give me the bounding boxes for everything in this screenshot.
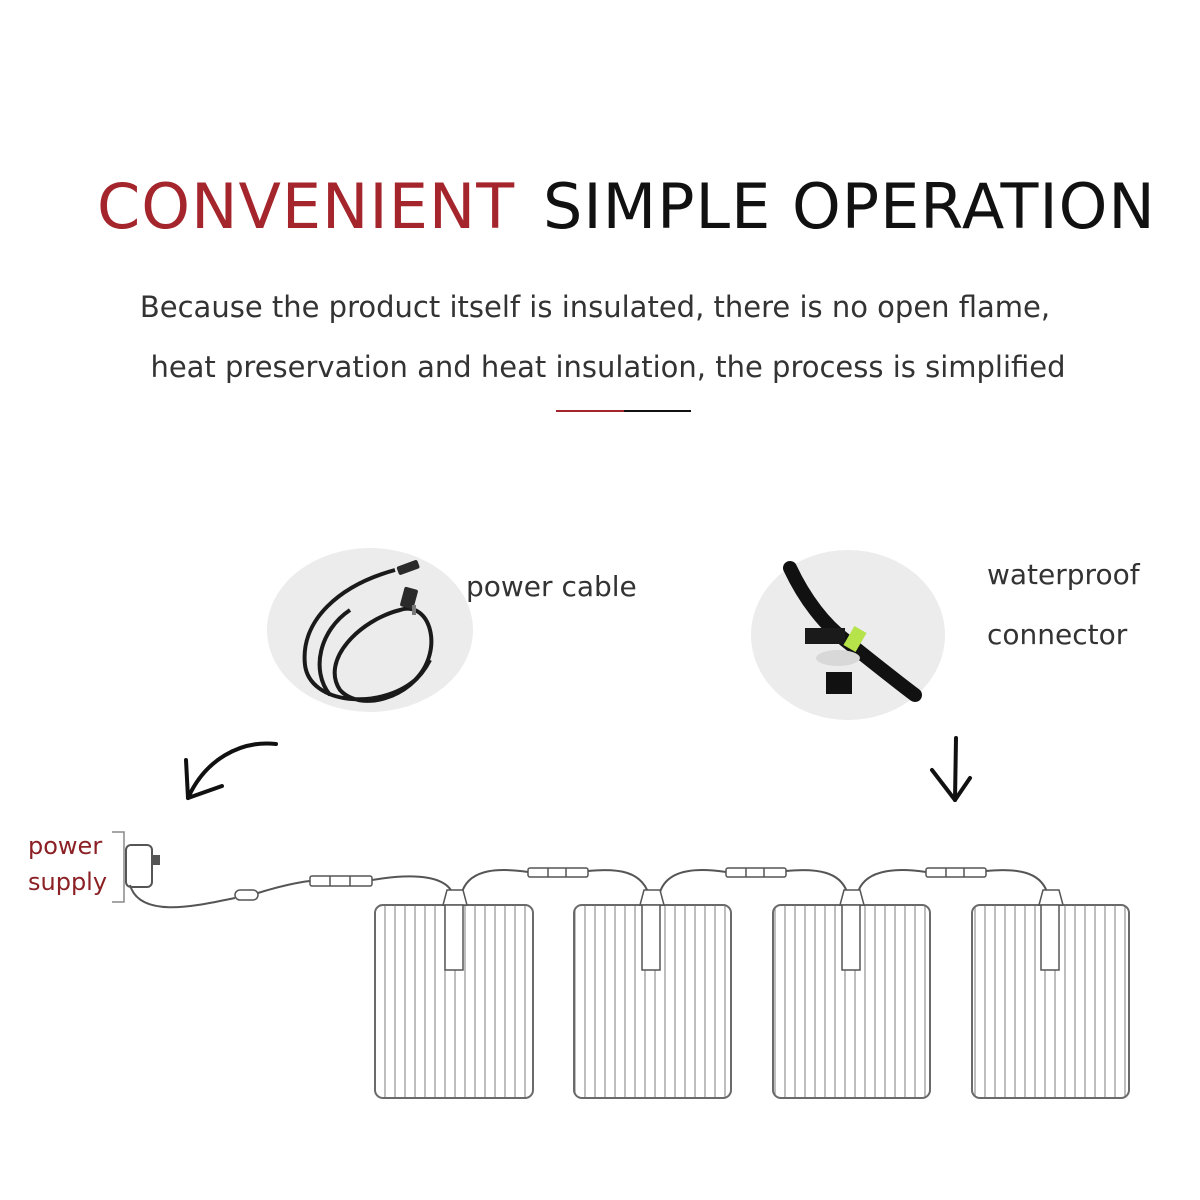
power-cable-image bbox=[267, 548, 473, 712]
description-line-1: Because the product itself is insulated,… bbox=[139, 290, 1051, 324]
down-arrow-icon bbox=[930, 736, 972, 802]
description-line-2: heat preservation and heat insulation, t… bbox=[150, 350, 1066, 384]
title-accent: CONVENIENT bbox=[97, 170, 516, 243]
heating-panel-2 bbox=[573, 889, 732, 1099]
title-main: SIMPLE OPERATION bbox=[543, 170, 1156, 243]
power-supply-label-1: power bbox=[28, 832, 103, 860]
divider-black bbox=[624, 410, 691, 412]
power-supply-label-2: supply bbox=[28, 868, 108, 896]
waterproof-connector-image bbox=[751, 550, 945, 720]
power-plug-icon bbox=[112, 831, 160, 903]
inline-connectors bbox=[234, 867, 987, 901]
waterproof-connector-label-2: connector bbox=[987, 618, 1128, 651]
curved-arrow-icon bbox=[184, 741, 278, 800]
heating-panel-1 bbox=[374, 889, 534, 1099]
heating-panel-4 bbox=[971, 889, 1130, 1099]
page-title: CONVENIENT SIMPLE OPERATION bbox=[0, 170, 1200, 250]
wiring bbox=[129, 869, 1048, 909]
heating-panel-3 bbox=[772, 889, 931, 1099]
waterproof-connector-label-1: waterproof bbox=[987, 558, 1140, 591]
divider-red bbox=[556, 410, 624, 412]
power-cable-label: power cable bbox=[466, 570, 637, 603]
